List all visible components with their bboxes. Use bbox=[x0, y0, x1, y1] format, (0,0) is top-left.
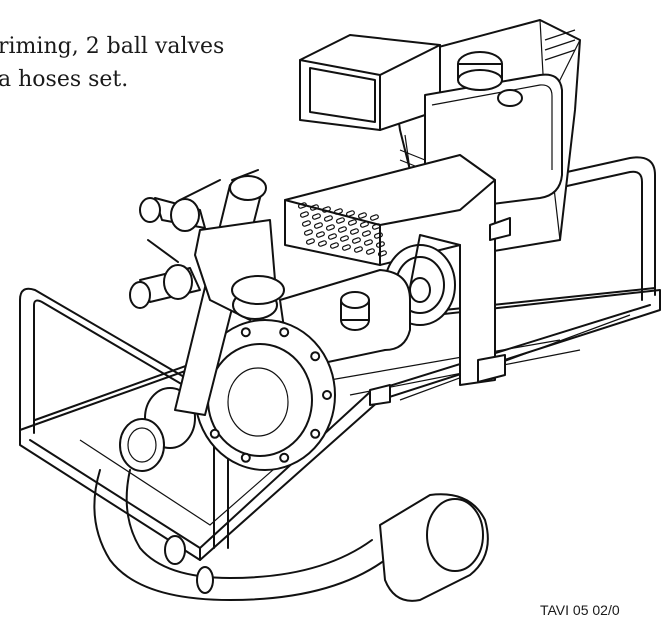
guard-perforation bbox=[302, 220, 311, 226]
guard-perforation bbox=[322, 206, 331, 212]
caption-text: riming, 2 ball valves a hoses set. bbox=[0, 30, 224, 96]
guard-perforation bbox=[360, 221, 369, 227]
volute-bolt bbox=[242, 328, 250, 336]
suction-hose bbox=[94, 470, 385, 600]
volute-bolt bbox=[280, 328, 288, 336]
guard-perforation bbox=[366, 248, 375, 254]
volute-bolt bbox=[311, 352, 319, 360]
guard-perforation bbox=[358, 212, 367, 218]
rear-handle-frame bbox=[540, 157, 655, 300]
air-filter bbox=[300, 35, 440, 130]
guard-perforation bbox=[306, 238, 315, 244]
engine-mount-brackets bbox=[370, 218, 510, 405]
guard-perforation bbox=[330, 242, 339, 248]
guard-perforation bbox=[352, 237, 361, 243]
guard-perforation bbox=[312, 213, 321, 219]
guard-perforation bbox=[376, 241, 385, 247]
discharge-manifold bbox=[195, 220, 284, 320]
guard-perforation bbox=[314, 222, 323, 228]
belt-guard bbox=[285, 155, 495, 385]
guard-perforation bbox=[350, 228, 359, 234]
guard-perforation bbox=[334, 208, 343, 214]
guard-perforation bbox=[300, 211, 309, 217]
guard-perforation bbox=[362, 230, 371, 236]
guard-perforation bbox=[346, 210, 355, 216]
guard-perforation bbox=[340, 235, 349, 241]
guard-perforation bbox=[364, 239, 373, 245]
guard-perforation bbox=[304, 229, 313, 235]
ball-valve-lower bbox=[130, 240, 200, 308]
guard-perforation bbox=[326, 224, 335, 230]
foot-valve-strainer bbox=[380, 494, 488, 601]
caption-line-1: riming, 2 ball valves bbox=[0, 34, 225, 59]
guard-perforation bbox=[370, 214, 379, 220]
volute-bolt bbox=[280, 454, 288, 462]
ball-valve-upper bbox=[140, 180, 220, 231]
guard-perforation bbox=[342, 244, 351, 250]
guard-perforation bbox=[328, 233, 337, 239]
volute-bolt bbox=[242, 454, 250, 462]
guard-perforation bbox=[298, 202, 307, 208]
guard-perforation bbox=[348, 219, 357, 225]
guard-perforation bbox=[372, 223, 381, 229]
guard-perforation bbox=[354, 246, 363, 252]
caption-line-2: a hoses set. bbox=[0, 67, 129, 92]
drawing-code: TAVI 05 02/0 bbox=[540, 602, 620, 618]
guard-perforation bbox=[310, 204, 319, 210]
volute-bolt bbox=[211, 430, 219, 438]
guard-perforation bbox=[318, 240, 327, 246]
guard-perforation bbox=[316, 231, 325, 237]
guard-perforation bbox=[374, 232, 383, 238]
guard-perforation bbox=[324, 215, 333, 221]
volute-bolt bbox=[311, 430, 319, 438]
volute-bolt bbox=[323, 391, 331, 399]
guard-perforation bbox=[336, 217, 345, 223]
guard-perforation bbox=[378, 250, 387, 256]
guard-perforation bbox=[338, 226, 347, 232]
